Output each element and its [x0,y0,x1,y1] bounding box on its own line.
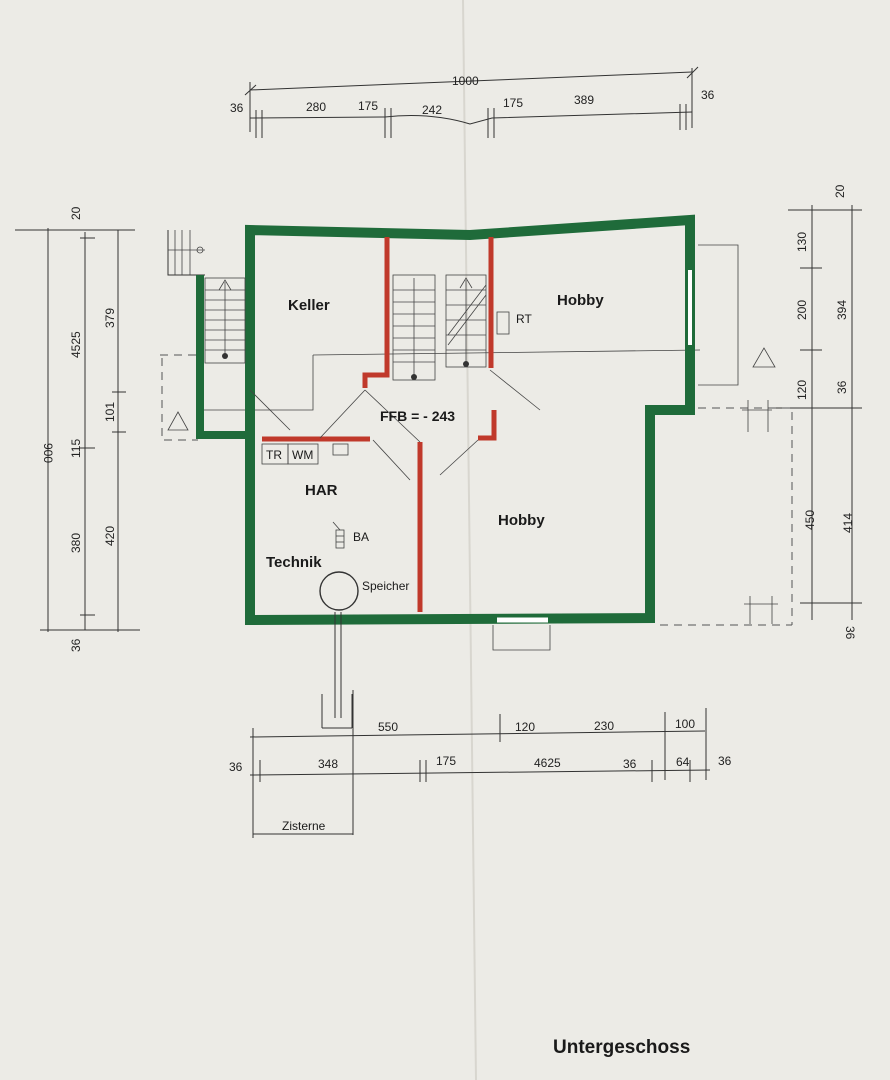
dim-right-outer-6: 36 [843,626,857,640]
exterior-walls [196,214,695,626]
dim-right-outer-3: 200 [795,300,809,320]
dim-bottom-r2-1: 36 [229,760,243,774]
dim-bottom-r2-3: 175 [436,754,456,768]
rt-cabinet [496,311,510,335]
bottom-dimension-chain: 550 120 230 100 36 348 175 4625 36 64 36 [229,690,732,838]
stairs-left [204,277,246,364]
dim-left-outer-2: 4525 [69,331,83,358]
ba-unit [335,529,345,549]
dim-left-outer-1: 20 [69,206,83,220]
dim-right-inner-3: 414 [841,513,855,533]
lightwell-triangle-right [752,347,776,368]
room-label-hobby-top: Hobby [557,292,604,309]
dim-left-inner-3: 420 [103,526,117,546]
speicher-tank [319,571,359,611]
dim-top-seg-2: 280 [306,100,326,114]
dim-left-inner-2: 101 [103,402,117,422]
dim-right-inner-1: 394 [835,300,849,320]
dim-bottom-r2-2: 348 [318,757,338,771]
fixture-label-ba: BA [353,530,369,544]
room-label-hobby-bottom: Hobby [498,512,545,529]
dim-bottom-r1-3: 230 [594,719,614,733]
dim-top-seg-4: 242 [422,103,442,117]
dim-top-seg-1: 36 [230,101,244,115]
dim-left-outer-3: 115 [69,439,83,458]
stairs-center [392,274,487,381]
dim-top-overall: 1000 [452,74,479,88]
dim-right-outer-4: 120 [795,380,809,400]
dim-left-overall: 900 [41,443,55,463]
dim-right-outer-5: 450 [803,510,817,530]
dim-top-seg-3: 175 [358,99,378,113]
fixture-label-wm: WM [292,448,313,462]
dim-left-outer-4: 380 [69,533,83,553]
top-dimension-chain: 1000 36 280 175 242 175 389 36 [230,66,715,138]
dim-bottom-r2-5: 36 [623,757,637,771]
fixture-label-zisterne: Zisterne [282,819,326,833]
floor-level-label: FFB = - 243 [380,408,455,424]
dim-top-seg-6: 389 [574,93,594,107]
dim-bottom-r1-2: 120 [515,720,535,734]
interior-walls [262,237,497,612]
right-dimension-chain: 20 130 200 120 450 36 394 36 414 [770,184,862,640]
room-label-har: HAR [305,482,338,499]
dim-top-seg-5: 175 [503,96,523,110]
fixture-label-tr: TR [266,448,282,462]
dim-right-outer-2: 130 [795,232,809,252]
door-swings [249,311,541,481]
dim-bottom-r1-4: 100 [675,717,695,731]
room-label-keller: Keller [288,297,330,314]
plan-title: Untergeschoss [553,1037,690,1058]
lightwell-triangle-left [167,411,189,431]
room-label-technik: Technik [266,554,322,571]
fixture-label-rt: RT [516,312,532,326]
dim-left-inner-1: 379 [103,308,117,328]
dim-right-inner-2: 36 [835,380,849,394]
left-dimension-chain: 900 20 4525 115 380 36 379 101 420 [15,206,140,652]
dim-bottom-r2-4: 4625 [534,756,561,770]
exterior-outlines [160,230,793,651]
dim-bottom-r1-1: 550 [378,720,398,734]
har-fixtures [261,443,359,729]
dim-bottom-r2-7: 36 [718,754,732,768]
dim-left-outer-5: 36 [69,638,83,652]
fixture-label-speicher: Speicher [362,579,409,593]
dim-top-seg-7: 36 [701,88,715,102]
dim-bottom-r2-6: 64 [676,755,690,769]
dim-right-outer-1: 20 [833,184,847,198]
paper-fold-line [462,0,477,1080]
